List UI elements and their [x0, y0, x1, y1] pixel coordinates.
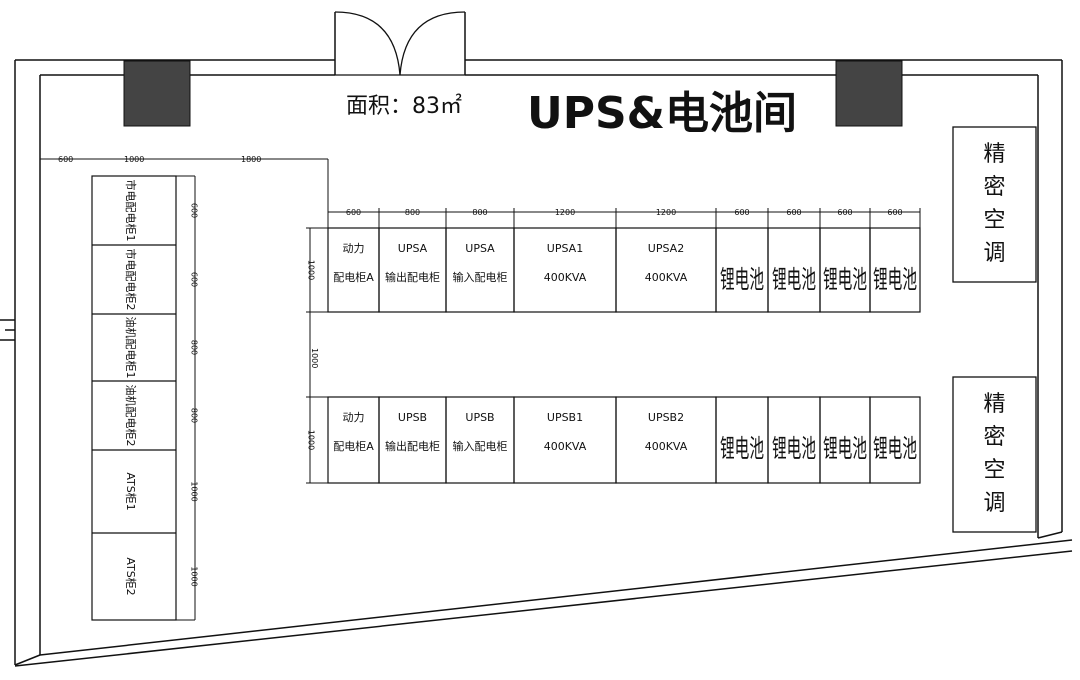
precision-ac-unit — [952, 126, 1037, 283]
double-door — [334, 11, 466, 76]
left-cabinet-dim: 800 — [190, 408, 199, 423]
left-cabinet-dim: 800 — [190, 340, 199, 355]
left-cabinet-label: 油机配电柜1 — [124, 317, 138, 379]
row-top-dim: 1200 — [555, 208, 575, 217]
cabinet-label-line2: 400KVA — [645, 440, 688, 453]
row-top-dim: 600 — [837, 208, 852, 217]
battery-label: 锂电池 — [720, 265, 764, 294]
equipment-cabinet — [615, 227, 717, 313]
cabinet-label-line2: 配电柜A — [333, 440, 374, 453]
cabinet-label-line2: 配电柜A — [333, 271, 374, 284]
battery-label: 锂电池 — [873, 265, 917, 294]
dim-label: 1800 — [241, 155, 261, 164]
cabinet-label-line1: UPSA — [465, 242, 495, 255]
cabinet-label-line1: UPSB — [465, 411, 494, 424]
ac-label-char: 密 — [983, 425, 1005, 450]
cabinet-label-line1: UPSB2 — [648, 411, 684, 424]
row-depth-dim: 1000 — [307, 430, 316, 450]
cabinet-label-line1: UPSB1 — [547, 411, 583, 424]
area-label: 面积：83㎡ — [346, 93, 462, 119]
dim-label: 600 — [58, 155, 73, 164]
row-top-dim: 600 — [734, 208, 749, 217]
ac-label-char: 精 — [983, 392, 1005, 417]
row-top-dim: 1200 — [656, 208, 676, 217]
left-cabinet-label: 市电配电柜1 — [124, 180, 138, 242]
equipment-cabinet — [445, 227, 515, 313]
cabinet-label-line2: 输入配电柜 — [453, 439, 508, 453]
cabinet-label-line1: UPSB — [398, 411, 427, 424]
cabinet-label-line1: 动力 — [343, 242, 365, 255]
left-cabinet-column: 市电配电柜1 600 市电配电柜2 600 油机配电柜1 800 油机配电柜2 800ATS柜… — [91, 175, 199, 621]
row-top-dim: 600 — [346, 208, 361, 217]
ac-label-char: 调 — [983, 241, 1005, 266]
battery-label: 锂电池 — [772, 434, 816, 463]
aisle-dimension: 1000 — [309, 228, 920, 483]
battery-label: 锂电池 — [823, 265, 867, 294]
room-walls — [0, 12, 1073, 667]
left-cabinet-dim: 1000 — [190, 481, 199, 501]
aisle-dim-label: 1000 — [310, 348, 319, 368]
battery-label: 锂电池 — [823, 434, 867, 463]
cabinet-label-line2: 400KVA — [544, 271, 587, 284]
left-cabinet-label: 油机配电柜2 — [124, 385, 138, 447]
equipment-cabinet — [327, 227, 380, 313]
cabinet-label-line2: 400KVA — [645, 271, 688, 284]
cabinet-label-line1: 动力 — [343, 411, 365, 424]
left-cabinet-dim: 600 — [190, 203, 199, 218]
row-top-dim: 800 — [472, 208, 487, 217]
precision-ac-unit — [952, 376, 1037, 533]
ac-label-char: 密 — [983, 175, 1005, 200]
dim-label: 1000 — [124, 155, 144, 164]
room-title: UPS&电池间 — [527, 88, 797, 139]
left-cabinet-label: 市电配电柜2 — [124, 249, 138, 311]
row-top-dim: 800 — [405, 208, 420, 217]
cabinet-label-line2: 400KVA — [544, 440, 587, 453]
cabinet-label-line2: 输出配电柜 — [385, 439, 440, 453]
structural-column-left — [123, 60, 191, 127]
row-depth-dim: 1000 — [307, 260, 316, 280]
ac-label-char: 空 — [983, 208, 1005, 233]
left-top-dimension: 600 1000 1800 — [40, 155, 329, 215]
equipment-cabinet — [513, 227, 617, 313]
structural-column-right — [835, 60, 903, 127]
equipment-cabinet — [378, 227, 447, 313]
cabinet-label-line1: UPSA1 — [547, 242, 583, 255]
cabinet-label-line2: 输入配电柜 — [453, 270, 508, 284]
cabinet-label-line1: UPSA2 — [648, 242, 684, 255]
row-top-dim: 600 — [786, 208, 801, 217]
left-cabinet-label: ATS柜1 — [124, 472, 137, 510]
cabinet-label-line1: UPSA — [398, 242, 428, 255]
left-cabinet-dim: 600 — [190, 272, 199, 287]
battery-label: 锂电池 — [873, 434, 917, 463]
left-cabinet-label: ATS柜2 — [124, 557, 137, 595]
battery-label: 锂电池 — [720, 434, 764, 463]
ac-label-char: 调 — [983, 491, 1005, 516]
ac-label-char: 空 — [983, 458, 1005, 483]
row-top-dim: 600 — [887, 208, 902, 217]
battery-label: 锂电池 — [772, 265, 816, 294]
ac-label-char: 精 — [983, 142, 1005, 167]
left-column-frame — [91, 175, 177, 621]
left-cabinet-dim: 1000 — [190, 566, 199, 586]
cabinet-label-line2: 输出配电柜 — [385, 270, 440, 284]
